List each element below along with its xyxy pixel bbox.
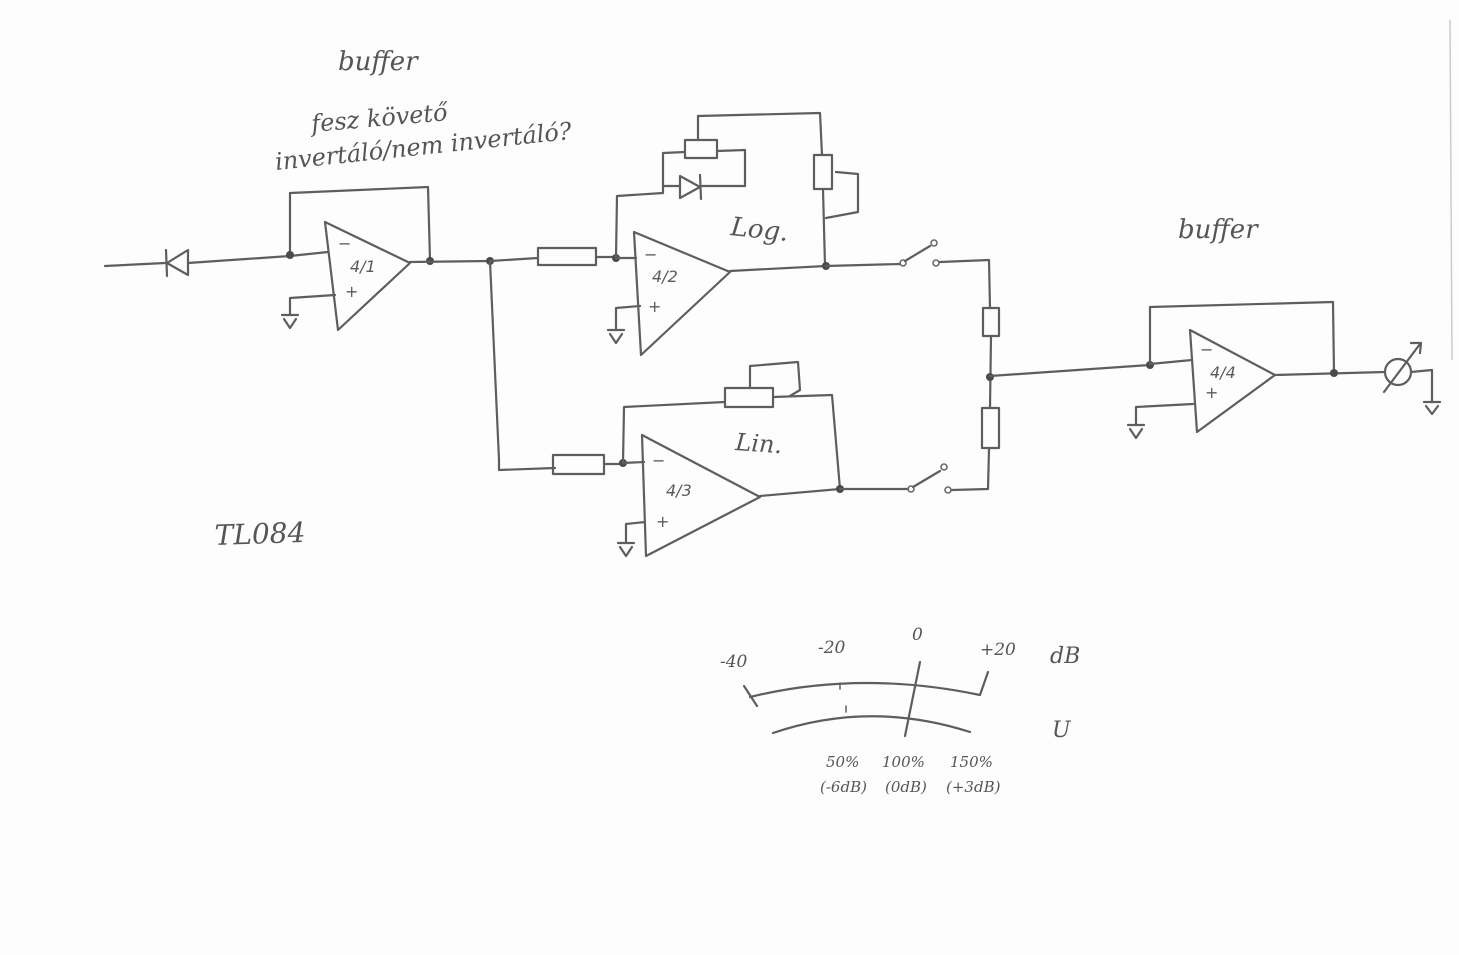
opamp-4-3-label: 4/3 bbox=[666, 481, 692, 500]
log-feedback-diode-icon bbox=[678, 173, 703, 201]
opamp-4-1-plus: + bbox=[345, 282, 358, 301]
lin-label: Lin. bbox=[734, 428, 784, 459]
scale-u-unit: U bbox=[1052, 718, 1072, 743]
scale-db-unit: dB bbox=[1050, 644, 1080, 669]
opamp-4-3-wiring bbox=[616, 360, 842, 558]
scale-top-zero: 0 bbox=[912, 625, 923, 645]
scale-bottom-50-pct: 50% bbox=[826, 753, 859, 771]
opamp-4-4-label: 4/4 bbox=[1210, 363, 1236, 382]
log-label: Log. bbox=[728, 212, 790, 248]
opamp-4-3: − + 4/3 bbox=[640, 433, 762, 558]
log-outer-feedback bbox=[696, 111, 860, 268]
input-diode-icon bbox=[164, 248, 190, 278]
buffer-right-label: buffer bbox=[1178, 215, 1259, 245]
wire bbox=[488, 259, 557, 472]
chip-label: TL084 bbox=[214, 516, 306, 552]
resistor-lin-feedback bbox=[723, 386, 775, 409]
opamp-4-1-feedback bbox=[280, 185, 432, 330]
scale-bottom-100-pct: 100% bbox=[882, 753, 925, 771]
opamp-4-3-plus: + bbox=[656, 512, 669, 531]
opamp-4-4: − + 4/4 bbox=[1188, 328, 1277, 434]
opamp-4-2-label: 4/2 bbox=[652, 267, 678, 286]
opamp-4-3-minus: − bbox=[652, 451, 665, 470]
resistor-log-feedback bbox=[683, 138, 719, 160]
opamp-4-4-wiring bbox=[1126, 300, 1387, 440]
opamp-4-2-minus: − bbox=[644, 245, 657, 264]
junction bbox=[1330, 369, 1338, 377]
scale-bottom-150-db: (+3dB) bbox=[946, 778, 1001, 796]
log-switch-icon[interactable] bbox=[824, 239, 992, 310]
opamp-4-2-plus: + bbox=[648, 297, 661, 316]
meter-scale bbox=[742, 660, 990, 738]
meter-icon bbox=[1382, 341, 1442, 416]
wire bbox=[408, 259, 492, 264]
wire bbox=[988, 363, 1152, 378]
scale-bottom-50-db: (-6dB) bbox=[820, 778, 867, 796]
scale-top-minus20: -20 bbox=[818, 638, 846, 658]
resistor-mix-log bbox=[981, 306, 1001, 338]
opamp-4-2-wiring bbox=[606, 114, 828, 345]
wire bbox=[988, 334, 993, 410]
opamp-4-4-minus: − bbox=[1200, 340, 1213, 359]
wire bbox=[488, 256, 540, 263]
opamp-4-4-plus: + bbox=[1205, 383, 1218, 402]
scale-top-plus20: +20 bbox=[980, 640, 1016, 660]
scale-bottom-150-pct: 150% bbox=[950, 753, 993, 771]
paper-edge bbox=[1449, 19, 1453, 361]
buffer-left-label: buffer bbox=[338, 47, 419, 77]
lin-switch-icon[interactable] bbox=[838, 447, 991, 494]
opamp-4-1: − + 4/1 bbox=[323, 220, 412, 332]
resistor-log-outer bbox=[812, 153, 834, 191]
opamp-4-1-label: 4/1 bbox=[350, 257, 376, 276]
junction bbox=[286, 251, 294, 259]
opamp-4-2: − + 4/2 bbox=[632, 230, 732, 357]
opamp-4-1-minus: − bbox=[338, 234, 351, 253]
resistor-lin-in bbox=[551, 453, 606, 476]
resistor-mix-lin bbox=[980, 406, 1001, 450]
input-wire bbox=[103, 254, 292, 268]
resistor-log-in bbox=[536, 246, 598, 267]
scale-bottom-100-db: (0dB) bbox=[885, 778, 927, 796]
scale-top-minus40: -40 bbox=[720, 652, 748, 672]
